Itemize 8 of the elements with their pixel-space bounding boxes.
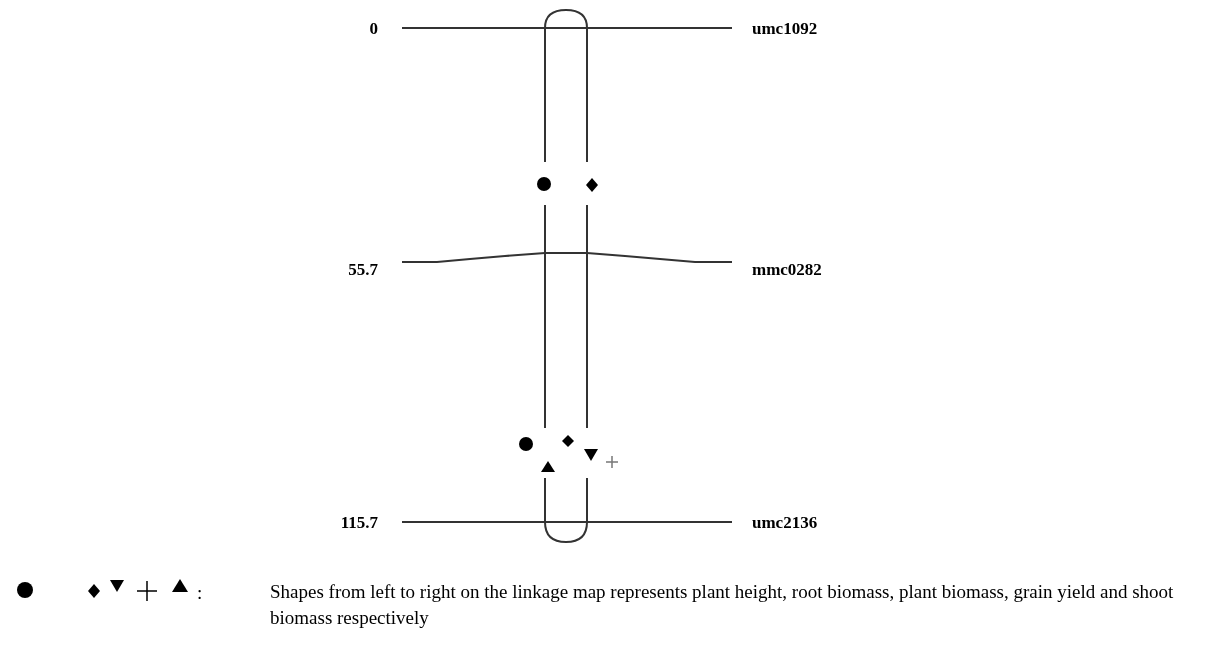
- marker-name: umc2136: [752, 512, 818, 534]
- position-value: 55.7: [348, 259, 378, 281]
- legend-note: Shapes from left to right on the linkage map represents plant height, root biomass, plant biomass, grain yield and shoot biomass respectively: [269, 580, 1175, 630]
- position-value: 0: [369, 18, 378, 40]
- position-value: 115.7: [340, 512, 378, 534]
- legend-colon: :: [197, 581, 203, 605]
- marker-name: umc1092: [752, 18, 818, 40]
- marker-name: mmc0282: [752, 259, 822, 281]
